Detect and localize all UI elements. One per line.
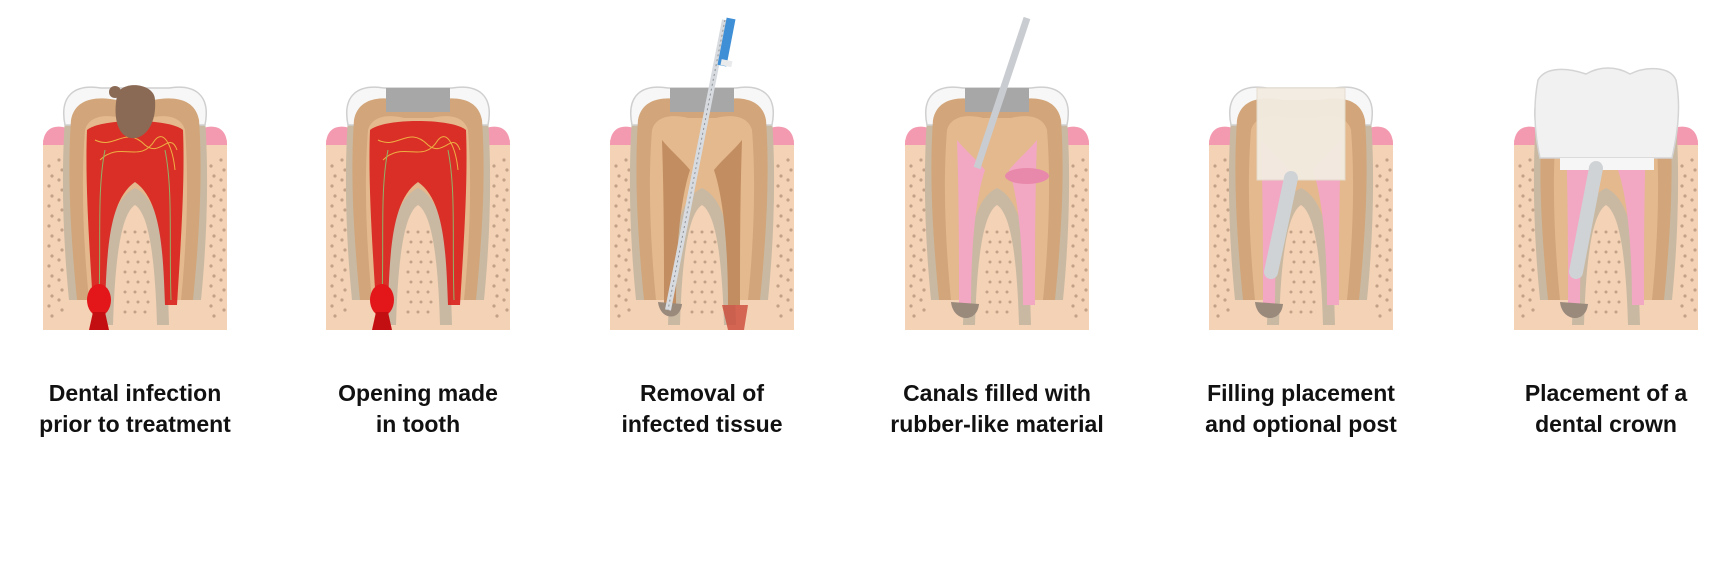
septum-pores — [406, 230, 433, 314]
caption-line: dental crown — [1535, 411, 1677, 437]
step-caption: Dental infection prior to treatment — [5, 378, 265, 440]
caption-line: Removal of — [640, 380, 764, 406]
nerve-fibers — [377, 136, 461, 301]
step-caption: Opening made in tooth — [288, 378, 548, 440]
decay-spot — [109, 86, 121, 98]
tooth-group — [905, 16, 1089, 330]
infected-pulp — [369, 121, 467, 305]
septum-pores — [123, 230, 150, 314]
bone-septum — [975, 205, 1019, 325]
file-threads — [667, 19, 726, 311]
nerve-fibers — [94, 136, 178, 301]
step-crown: Placement of a dental crown — [1476, 0, 1727, 567]
crown-base — [1560, 158, 1654, 170]
tooth-illustration — [1209, 86, 1393, 330]
abscess-drip — [89, 312, 109, 330]
septum-pores — [1594, 230, 1621, 314]
temporary-filling — [1256, 87, 1346, 181]
caption-line: rubber-like material — [890, 411, 1104, 437]
step-caption: Placement of a dental crown — [1476, 378, 1727, 440]
apex-seal-left — [1255, 302, 1283, 319]
file-handle — [717, 17, 736, 67]
cleaned-canal-right — [714, 140, 742, 305]
step-caption: Removal of infected tissue — [572, 378, 832, 440]
step-infection: Dental infection prior to treatment — [5, 0, 265, 567]
gutta-percha-right — [1618, 140, 1646, 305]
step-caption: Filling placement and optional post — [1171, 378, 1431, 440]
filling-instrument — [973, 16, 1031, 170]
infected-pulp — [86, 121, 184, 305]
caption-line: Opening made — [338, 380, 498, 406]
tooth-illustration — [610, 17, 794, 330]
step-filling-canals: Canals filled with rubber-like material — [867, 0, 1127, 567]
canal-opening — [1005, 168, 1049, 184]
tooth-group — [610, 17, 794, 330]
caption-line: in tooth — [375, 411, 461, 437]
gutta-percha-right — [1313, 140, 1341, 305]
tooth-illustration — [1514, 67, 1698, 330]
caption-line: prior to treatment — [39, 411, 231, 437]
gutta-percha-left — [957, 140, 985, 305]
bone-septum — [396, 205, 440, 325]
step-removal: Removal of infected tissue — [572, 0, 832, 567]
tooth-group — [326, 86, 510, 330]
tooth-illustration — [905, 16, 1089, 330]
tooth-group — [43, 85, 227, 330]
bone-septum — [113, 205, 157, 325]
access-opening — [386, 88, 450, 112]
tooth-illustration — [43, 85, 227, 330]
step-filling-post: Filling placement and optional post — [1171, 0, 1431, 567]
tooth-group — [1514, 67, 1698, 330]
dental-crown — [1534, 67, 1680, 159]
caption-line: Placement of a — [1524, 380, 1688, 406]
file-stopper — [720, 59, 733, 68]
caption-line: infected tissue — [621, 411, 783, 437]
abscess-drip — [372, 312, 392, 330]
caption-line: Dental infection — [48, 380, 222, 406]
access-opening — [670, 88, 734, 112]
apex-seal-left — [1560, 302, 1588, 319]
abscess — [370, 284, 394, 316]
caption-line: and optional post — [1205, 411, 1397, 437]
septum-pores — [1289, 230, 1316, 314]
support-post — [1264, 171, 1298, 279]
step-opening: Opening made in tooth — [288, 0, 548, 567]
septum-pores — [690, 230, 717, 314]
step-caption: Canals filled with rubber-like material — [867, 378, 1127, 440]
bone-septum — [680, 205, 724, 325]
bone-septum — [1279, 205, 1323, 325]
tooth-group — [1209, 86, 1393, 330]
abscess — [87, 284, 111, 316]
caption-line: Canals filled with — [903, 380, 1091, 406]
support-post — [1569, 161, 1603, 279]
apex-right — [722, 305, 748, 330]
bone-septum — [1584, 205, 1628, 325]
cleaned-canal-left — [662, 140, 690, 305]
tooth-illustration — [326, 86, 510, 330]
apex-seal-left — [951, 302, 979, 319]
tooth-decay — [115, 85, 156, 139]
septum-pores — [985, 230, 1012, 314]
caption-line: Filling placement — [1207, 380, 1395, 406]
